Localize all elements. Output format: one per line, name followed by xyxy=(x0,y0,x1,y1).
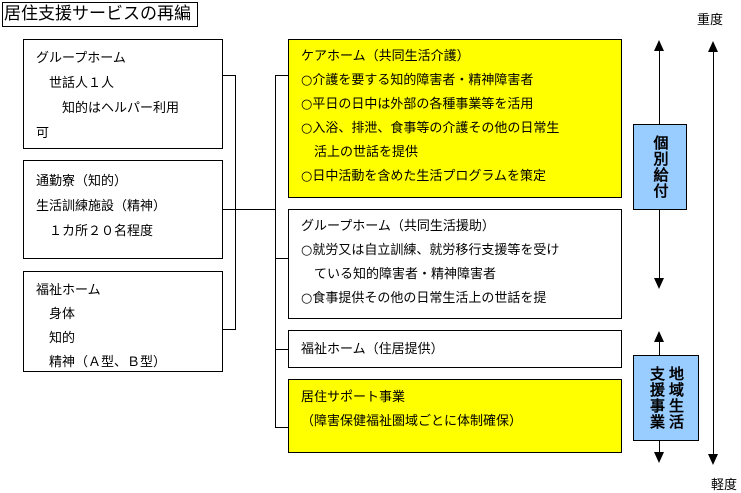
light-label: 軽度 xyxy=(711,478,738,493)
heavy-label: 重度 xyxy=(697,13,724,28)
box-line: 精神（Ａ型、Ｂ型） xyxy=(36,355,167,370)
connector xyxy=(222,209,276,210)
connector xyxy=(275,75,288,76)
connector xyxy=(222,329,236,330)
arrow-down-icon xyxy=(654,452,664,463)
box-line: グループホーム（共同生活援助） xyxy=(301,219,495,234)
box-line: ○入浴、排泄、食事等の介護その他の日常生 xyxy=(301,121,560,136)
box-line: 身体 xyxy=(36,307,76,322)
group-home-box: グループホーム（共同生活援助） ○就労又は自立訓練、就労移行支援等を受け ている… xyxy=(288,209,622,319)
box-line: （障害保健福祉圏域ごとに体制確保） xyxy=(301,414,523,429)
old-welfare-home-box: 福祉ホーム 身体 知的 精神（Ａ型、Ｂ型） xyxy=(23,271,223,372)
arrow-up-icon xyxy=(654,40,664,51)
box-line: ○平日の日中は外部の各種事業等を活用 xyxy=(301,97,534,112)
box-line: 知的 xyxy=(36,331,76,346)
severity-arrow-shaft xyxy=(713,51,714,456)
connector xyxy=(235,75,236,330)
individual-benefit-label: 個別給付 xyxy=(633,124,687,210)
care-home-box: ケアホーム（共同生活介護） ○介護を要する知的障害者・精神障害者 ○平日の日中は… xyxy=(288,39,622,198)
label-text: 個別給付 xyxy=(651,135,670,199)
box-line: 福祉ホーム xyxy=(36,283,101,298)
arrow-down-icon xyxy=(654,278,664,289)
connector xyxy=(275,75,276,428)
box-line: ○就労又は自立訓練、就労移行支援等を受け xyxy=(301,243,560,258)
box-line: 福祉ホーム（住居提供） xyxy=(301,342,444,357)
arrow-down-icon xyxy=(708,454,718,465)
box-line: ○介護を要する知的障害者・精神障害者 xyxy=(301,73,534,88)
box-line: ている知的障害者・精神障害者 xyxy=(301,267,497,282)
page-title: 居住支援サービスの再編 xyxy=(2,2,198,27)
box-line: 通勤寮（知的） xyxy=(36,174,128,189)
welfare-home-box: 福祉ホーム（住居提供） xyxy=(288,330,622,368)
arrow-up-icon xyxy=(708,41,718,52)
box-line: １カ所２０名程度 xyxy=(36,224,154,239)
label-text: 地域生活 xyxy=(667,366,685,430)
connector xyxy=(222,75,236,76)
community-support-label: 支援事業地域生活 xyxy=(633,355,699,441)
box-line: 活上の世話を提供 xyxy=(301,145,419,160)
box-line: ケアホーム（共同生活介護） xyxy=(301,49,470,64)
box-line: 世話人１人 xyxy=(36,76,115,91)
box-line: 可 xyxy=(36,126,50,141)
box-line: 居住サポート事業 xyxy=(301,390,406,405)
connector xyxy=(275,349,288,350)
connector xyxy=(275,258,288,259)
commuting-dorm-box: 通勤寮（知的） 生活訓練施設（精神） １カ所２０名程度 xyxy=(23,160,223,259)
box-line: 生活訓練施設（精神） xyxy=(36,199,167,214)
box-line: グループホーム xyxy=(36,51,126,66)
arrow-up-icon xyxy=(654,331,664,342)
old-group-home-box: グループホーム 世話人１人 知的はヘルパー利用 可 xyxy=(23,39,223,149)
box-line: 知的はヘルパー利用 xyxy=(36,101,180,116)
label-text: 支援事業 xyxy=(648,366,666,430)
connector xyxy=(275,427,288,428)
box-line: ○日中活動を含めた生活プログラムを策定 xyxy=(301,169,546,184)
residence-support-box: 居住サポート事業 （障害保健福祉圏域ごとに体制確保） xyxy=(288,379,622,453)
box-line: ○食事提供その他の日常生活上の世話を提 xyxy=(301,291,547,306)
